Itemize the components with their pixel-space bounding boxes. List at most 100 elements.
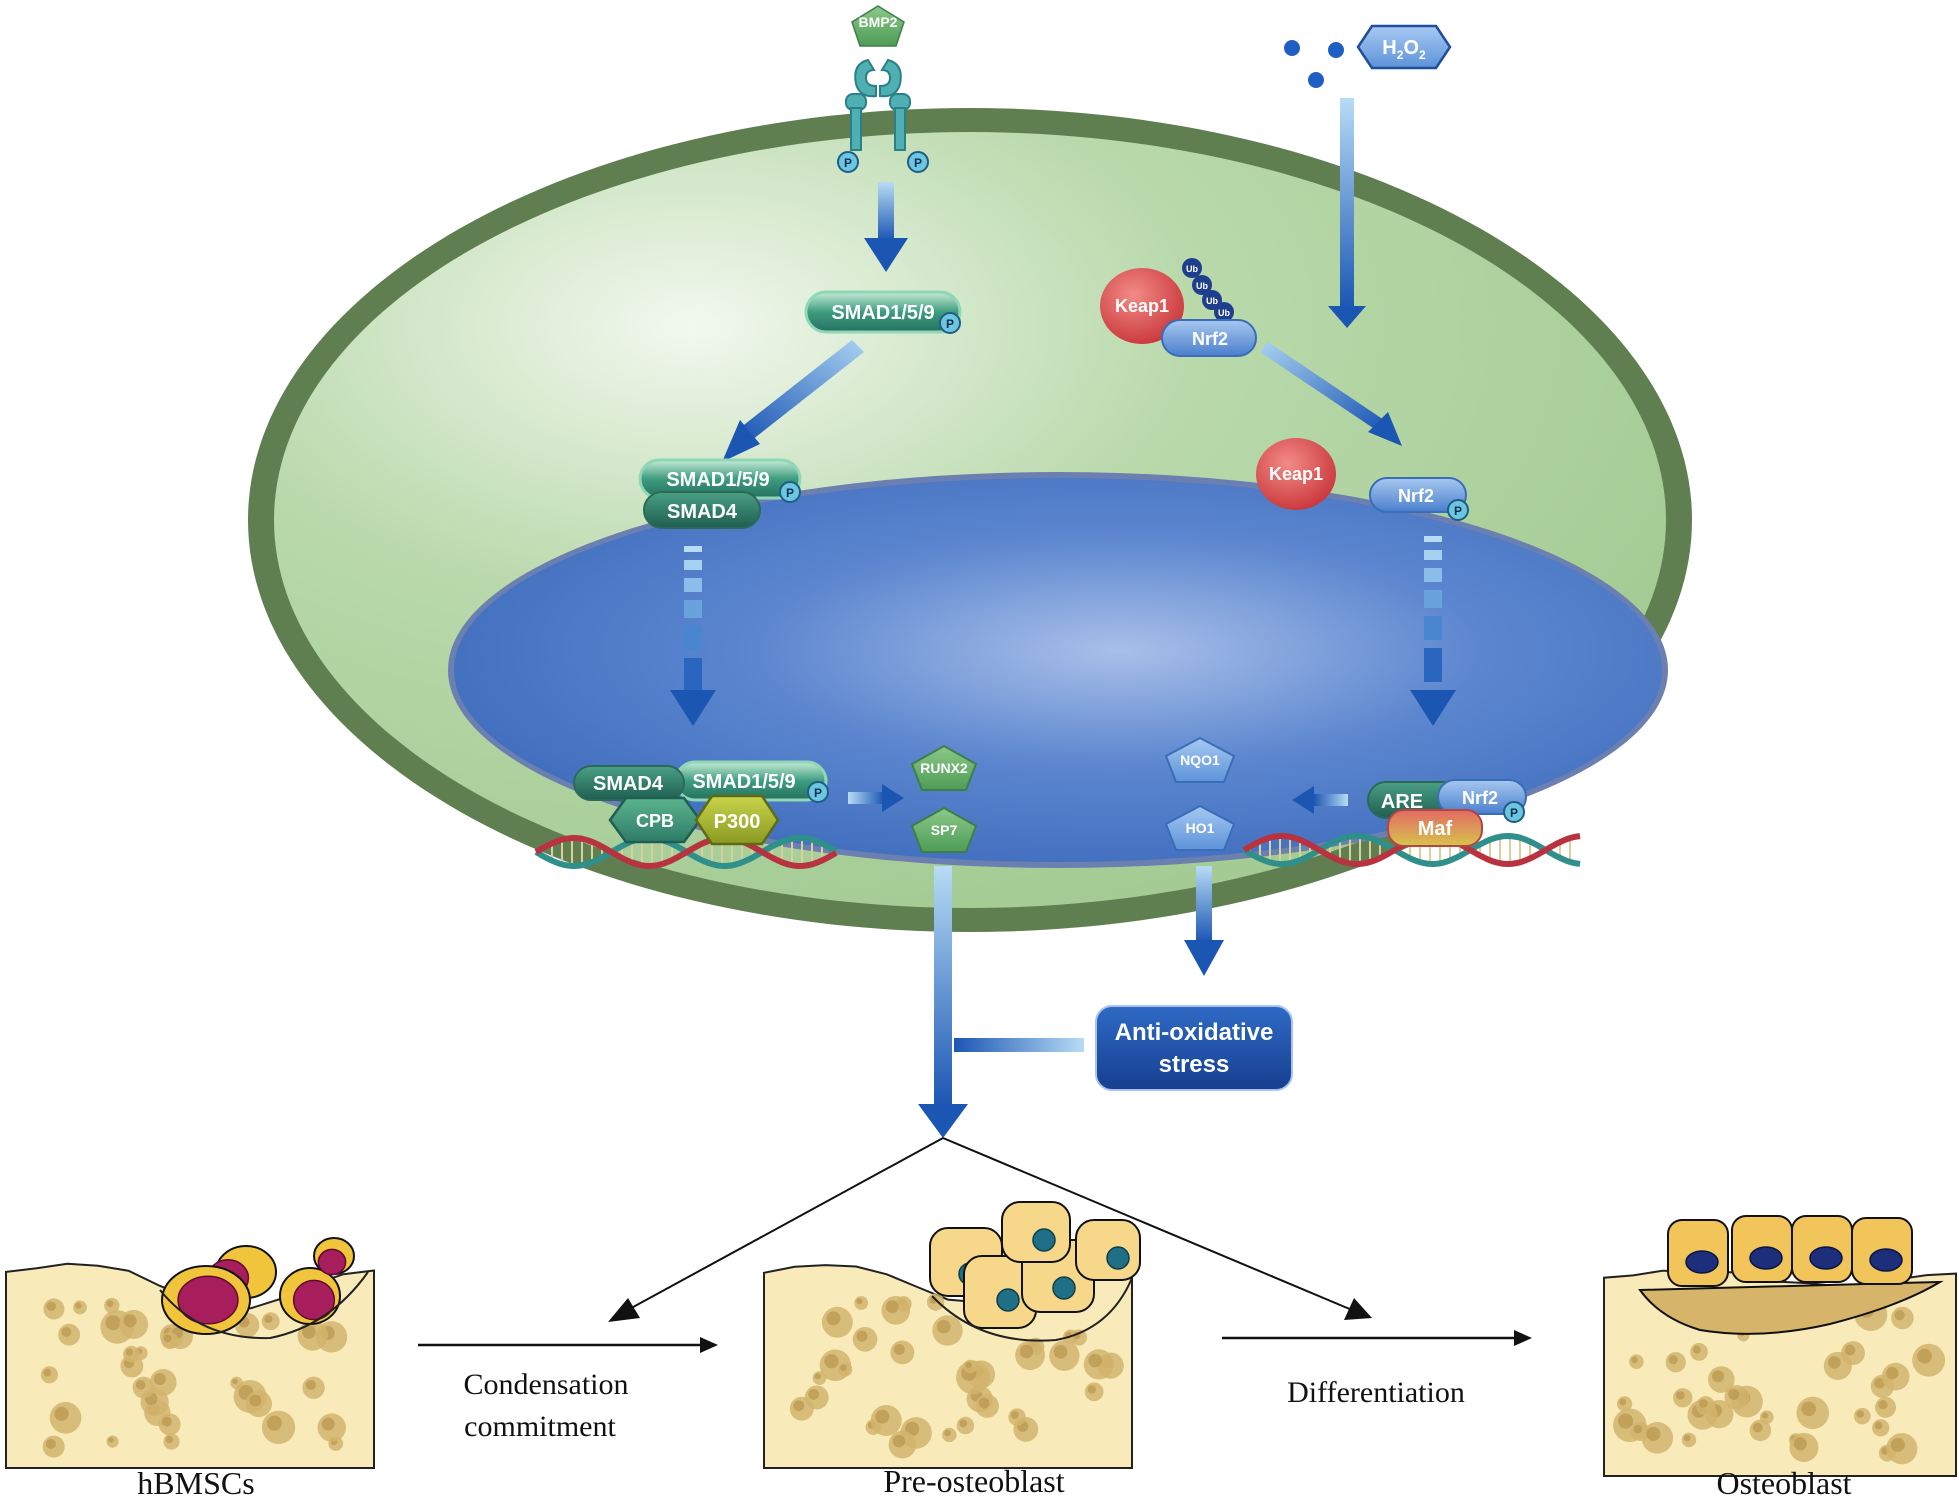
keap1-free-label: Keap1	[1269, 464, 1323, 484]
bone-pore	[1728, 1388, 1740, 1400]
bone-pore	[302, 1324, 316, 1339]
bone-pore	[944, 1429, 951, 1437]
phospho-badge	[779, 481, 801, 503]
nqo1-label: NQO1	[1180, 752, 1220, 768]
dna-strand	[534, 834, 838, 870]
cell-nucleus	[996, 1288, 1020, 1312]
bone-pore	[1619, 1398, 1627, 1406]
maf-protein	[1387, 809, 1483, 847]
bone-pore	[1874, 1421, 1883, 1430]
bone-pore	[808, 1389, 820, 1400]
nqo1: NQO1	[1164, 736, 1236, 783]
h2o2-hexagon	[1356, 24, 1452, 70]
bone-pore	[1828, 1356, 1841, 1369]
nrf2-bound-label: Nrf2	[1192, 329, 1228, 349]
bone-pore	[1793, 1437, 1807, 1451]
bone-pore	[1856, 1410, 1864, 1418]
phospho-badge	[907, 151, 929, 173]
sp7: SP7	[910, 806, 978, 853]
bone-pore	[1668, 1355, 1678, 1365]
pre-osteoblast-cell	[1075, 1219, 1141, 1281]
bone-pore	[123, 1314, 137, 1328]
bone-pore	[1646, 1426, 1661, 1441]
bone-pore	[1894, 1310, 1905, 1321]
anti-oxidative-line2: stress	[1159, 1051, 1230, 1078]
bmp-receptor: P P	[837, 58, 929, 173]
nuclear-smad-complex: SMAD1/5/9 P SMAD4 CPB P300	[573, 760, 829, 846]
bone-pore	[232, 1378, 238, 1385]
sp7-label: SP7	[931, 822, 958, 838]
bmp2-pentagon	[851, 5, 905, 47]
bone-pore	[46, 1301, 57, 1312]
nrf2-phosphorylated: Nrf2 P	[1369, 477, 1469, 521]
bone-pore	[856, 1298, 863, 1305]
nuclear-smad159-label: SMAD1/5/9	[692, 771, 795, 793]
bone-pore	[893, 1344, 905, 1355]
cell-nucleus	[1749, 1246, 1783, 1270]
bone-pore	[153, 1372, 166, 1386]
bmp2-signal: BMP2	[851, 5, 905, 47]
bone-pore	[264, 1314, 273, 1324]
bone-pore	[885, 1300, 899, 1314]
arrow-receptor-to-smad	[864, 182, 908, 272]
cell-nucleus	[1809, 1246, 1843, 1270]
ho1-label: HO1	[1186, 820, 1215, 836]
bmp2-label: BMP2	[859, 14, 898, 30]
arrow-nrf2-release	[1260, 342, 1402, 446]
bone-pore	[108, 1437, 114, 1443]
bone-pore	[54, 1406, 69, 1421]
svg-text:P: P	[914, 156, 922, 170]
bone-pore	[826, 1311, 841, 1326]
bone-pore	[824, 1354, 839, 1369]
bone-panel-preosteoblast	[763, 1201, 1141, 1469]
bone-pore	[1692, 1345, 1701, 1354]
nuclear-nrf2	[1437, 779, 1527, 815]
bone-pore	[965, 1361, 972, 1369]
smad4-complex-label: SMAD4	[667, 501, 738, 523]
bone-pore	[266, 1415, 282, 1431]
arrow-differentiation	[1222, 1330, 1532, 1346]
cell-nucleus	[1052, 1276, 1076, 1300]
bone-pore	[125, 1348, 134, 1356]
arrow-h2o2-into-cell	[1328, 98, 1366, 328]
smad159-label: SMAD1/5/9	[831, 302, 934, 324]
keap1-bound-label: Keap1	[1115, 296, 1169, 316]
bone-pore	[1712, 1370, 1725, 1383]
nuclear-nrf2-label: Nrf2	[1462, 788, 1498, 808]
ho1: HO1	[1164, 804, 1236, 851]
bone-pore	[1801, 1401, 1816, 1417]
bone-surface	[159, 1271, 369, 1340]
condensation-label-line1: Condensation	[464, 1368, 629, 1401]
bone-pore	[1631, 1356, 1638, 1364]
bone-pore	[1917, 1348, 1932, 1364]
svg-text:P: P	[1510, 806, 1518, 820]
branch-arrows	[608, 1137, 1372, 1322]
bone-pore	[793, 1400, 805, 1412]
dna-strand	[1242, 832, 1581, 868]
nrf2-free-label: Nrf2	[1398, 486, 1434, 506]
bone-pore	[1019, 1344, 1034, 1359]
bone-pore	[1885, 1366, 1899, 1380]
bone-pore	[305, 1379, 316, 1391]
keap1-free: Keap1	[1256, 438, 1336, 510]
smad-complex: SMAD1/5/9 P SMAD4	[638, 458, 802, 529]
bone-pore	[162, 1416, 172, 1427]
svg-text:Ub: Ub	[1196, 281, 1208, 291]
bone-pore	[1874, 1378, 1885, 1389]
arrow-smad-to-nucleus	[670, 546, 716, 726]
cell-nucleus	[177, 1275, 239, 1325]
svg-text:P: P	[1454, 504, 1462, 518]
svg-text:P: P	[946, 317, 954, 331]
phospho-badge	[837, 151, 859, 173]
bone-pore	[61, 1327, 72, 1337]
bone-pore	[814, 1373, 821, 1380]
stage-osteoblast-label: Osteoblast	[1716, 1465, 1851, 1501]
bone-pore	[856, 1330, 868, 1342]
bone-pore	[1698, 1399, 1708, 1408]
cell-nucleus	[292, 1279, 336, 1321]
bone-pore	[45, 1438, 56, 1449]
dna-left	[534, 834, 838, 870]
runx2-label: RUNX2	[920, 760, 968, 776]
keap1-nrf2-complex: Ub Ub Ub Ub Keap1 Nrf2	[1100, 258, 1257, 357]
